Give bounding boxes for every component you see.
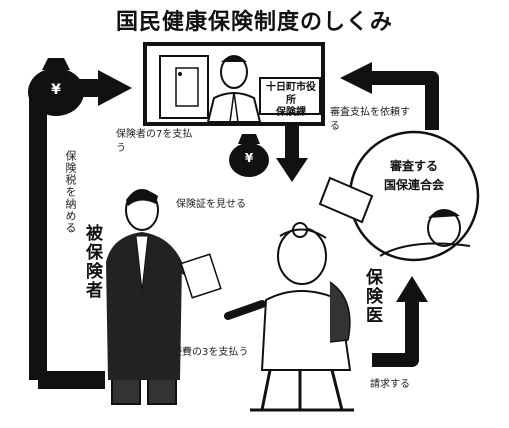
office-pays-label: 保険者の7を支払う	[116, 129, 193, 154]
page-title: 国民健康保険制度のしくみ	[116, 10, 393, 35]
money-bag-middle	[229, 134, 269, 177]
office-sign-line2: 保険課	[276, 107, 306, 118]
union-circle	[318, 130, 480, 262]
office-sign: 十日町市役所 保険課	[263, 82, 319, 120]
union-label-line2: 国保連合会	[383, 178, 444, 193]
insured-label: 被保険者	[82, 224, 102, 300]
union-label-line1: 審査する	[389, 159, 438, 173]
patient-pays-label: 医療費の3を支払う	[162, 347, 249, 358]
union-to-office-arrow	[340, 62, 439, 130]
yen-icon: ¥	[244, 151, 254, 165]
pay-tax-label: 保険税を納める	[64, 150, 77, 234]
office-sign-line1: 十日町市役所	[266, 82, 316, 106]
office-to-doctor-arrow	[276, 124, 308, 182]
show-card-label: 保険証を見せる	[176, 199, 246, 210]
claim-arrow	[372, 276, 428, 367]
insured-person-figure	[106, 189, 222, 405]
city-office-box	[143, 42, 325, 126]
doctor-label: 保険医	[362, 268, 382, 325]
union-label: 審査する 国保連合会	[372, 157, 456, 195]
doctor-figure	[224, 222, 354, 412]
review-pay-label: 審査支払を依頼する	[330, 107, 410, 132]
yen-icon: ¥	[51, 82, 61, 98]
money-bag-left	[28, 58, 84, 116]
claim-label: 請求する	[370, 379, 410, 390]
